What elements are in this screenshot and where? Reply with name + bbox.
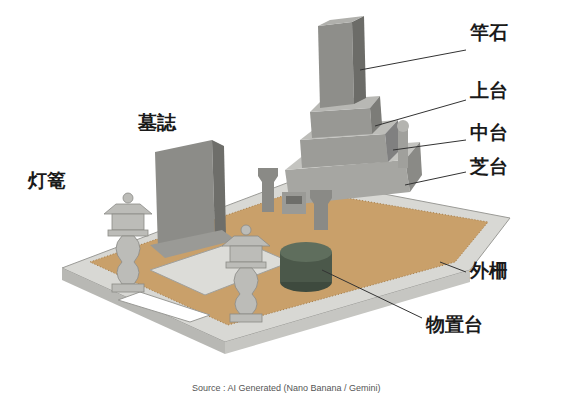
part-label: 物置台 xyxy=(426,314,483,335)
part-label: 芝台 xyxy=(470,156,508,177)
part-label: 灯篭 xyxy=(28,170,66,191)
source-caption: Source : AI Generated (Nano Banana / Gem… xyxy=(192,383,381,393)
part-label: 竿石 xyxy=(470,22,508,43)
part-label: 外柵 xyxy=(470,260,508,281)
part-label: 墓誌 xyxy=(138,112,176,133)
part-label: 上台 xyxy=(470,80,508,101)
part-label: 中台 xyxy=(470,122,508,143)
